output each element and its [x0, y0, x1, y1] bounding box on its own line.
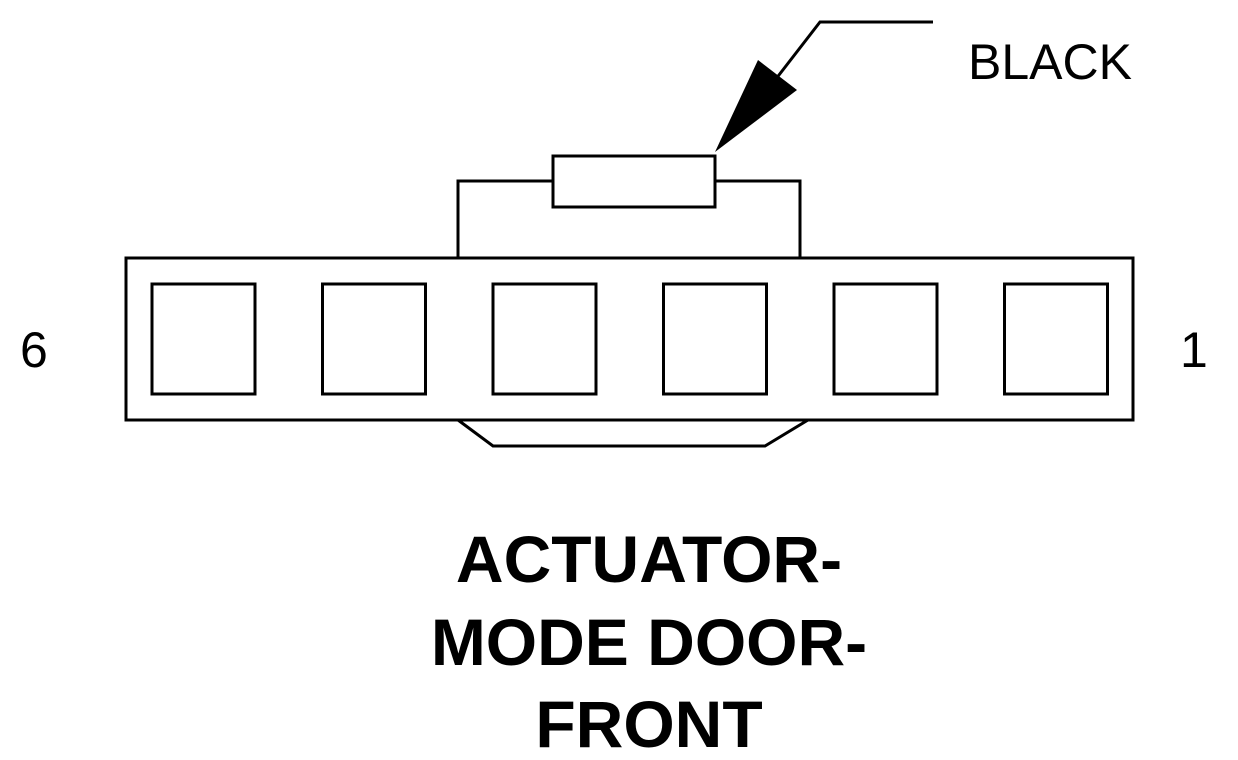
cavity-pin-2 [832, 282, 939, 396]
cavity-group [150, 282, 1109, 396]
arrowhead [715, 60, 797, 152]
cavity-pin-6 [150, 282, 257, 396]
cavity-pin-4 [491, 282, 598, 396]
wire-color-label: BLACK [968, 34, 1132, 90]
cavity-pin-3 [662, 282, 768, 396]
connector-hood [456, 179, 553, 258]
title-line-1: ACTUATOR- [456, 522, 842, 596]
title-line-3: FRONT [535, 687, 762, 760]
connector-hood-right [715, 179, 802, 258]
pin-1-label: 1 [1180, 322, 1208, 378]
leader-line [770, 20, 933, 85]
connector-keyway [457, 418, 809, 448]
cavity-pin-5 [321, 282, 427, 396]
connector-body [124, 256, 1135, 422]
cavity-pin-1 [1003, 282, 1109, 396]
lock-tab [551, 154, 717, 209]
pin-6-label: 6 [20, 322, 48, 378]
title-line-2: MODE DOOR- [431, 605, 867, 679]
